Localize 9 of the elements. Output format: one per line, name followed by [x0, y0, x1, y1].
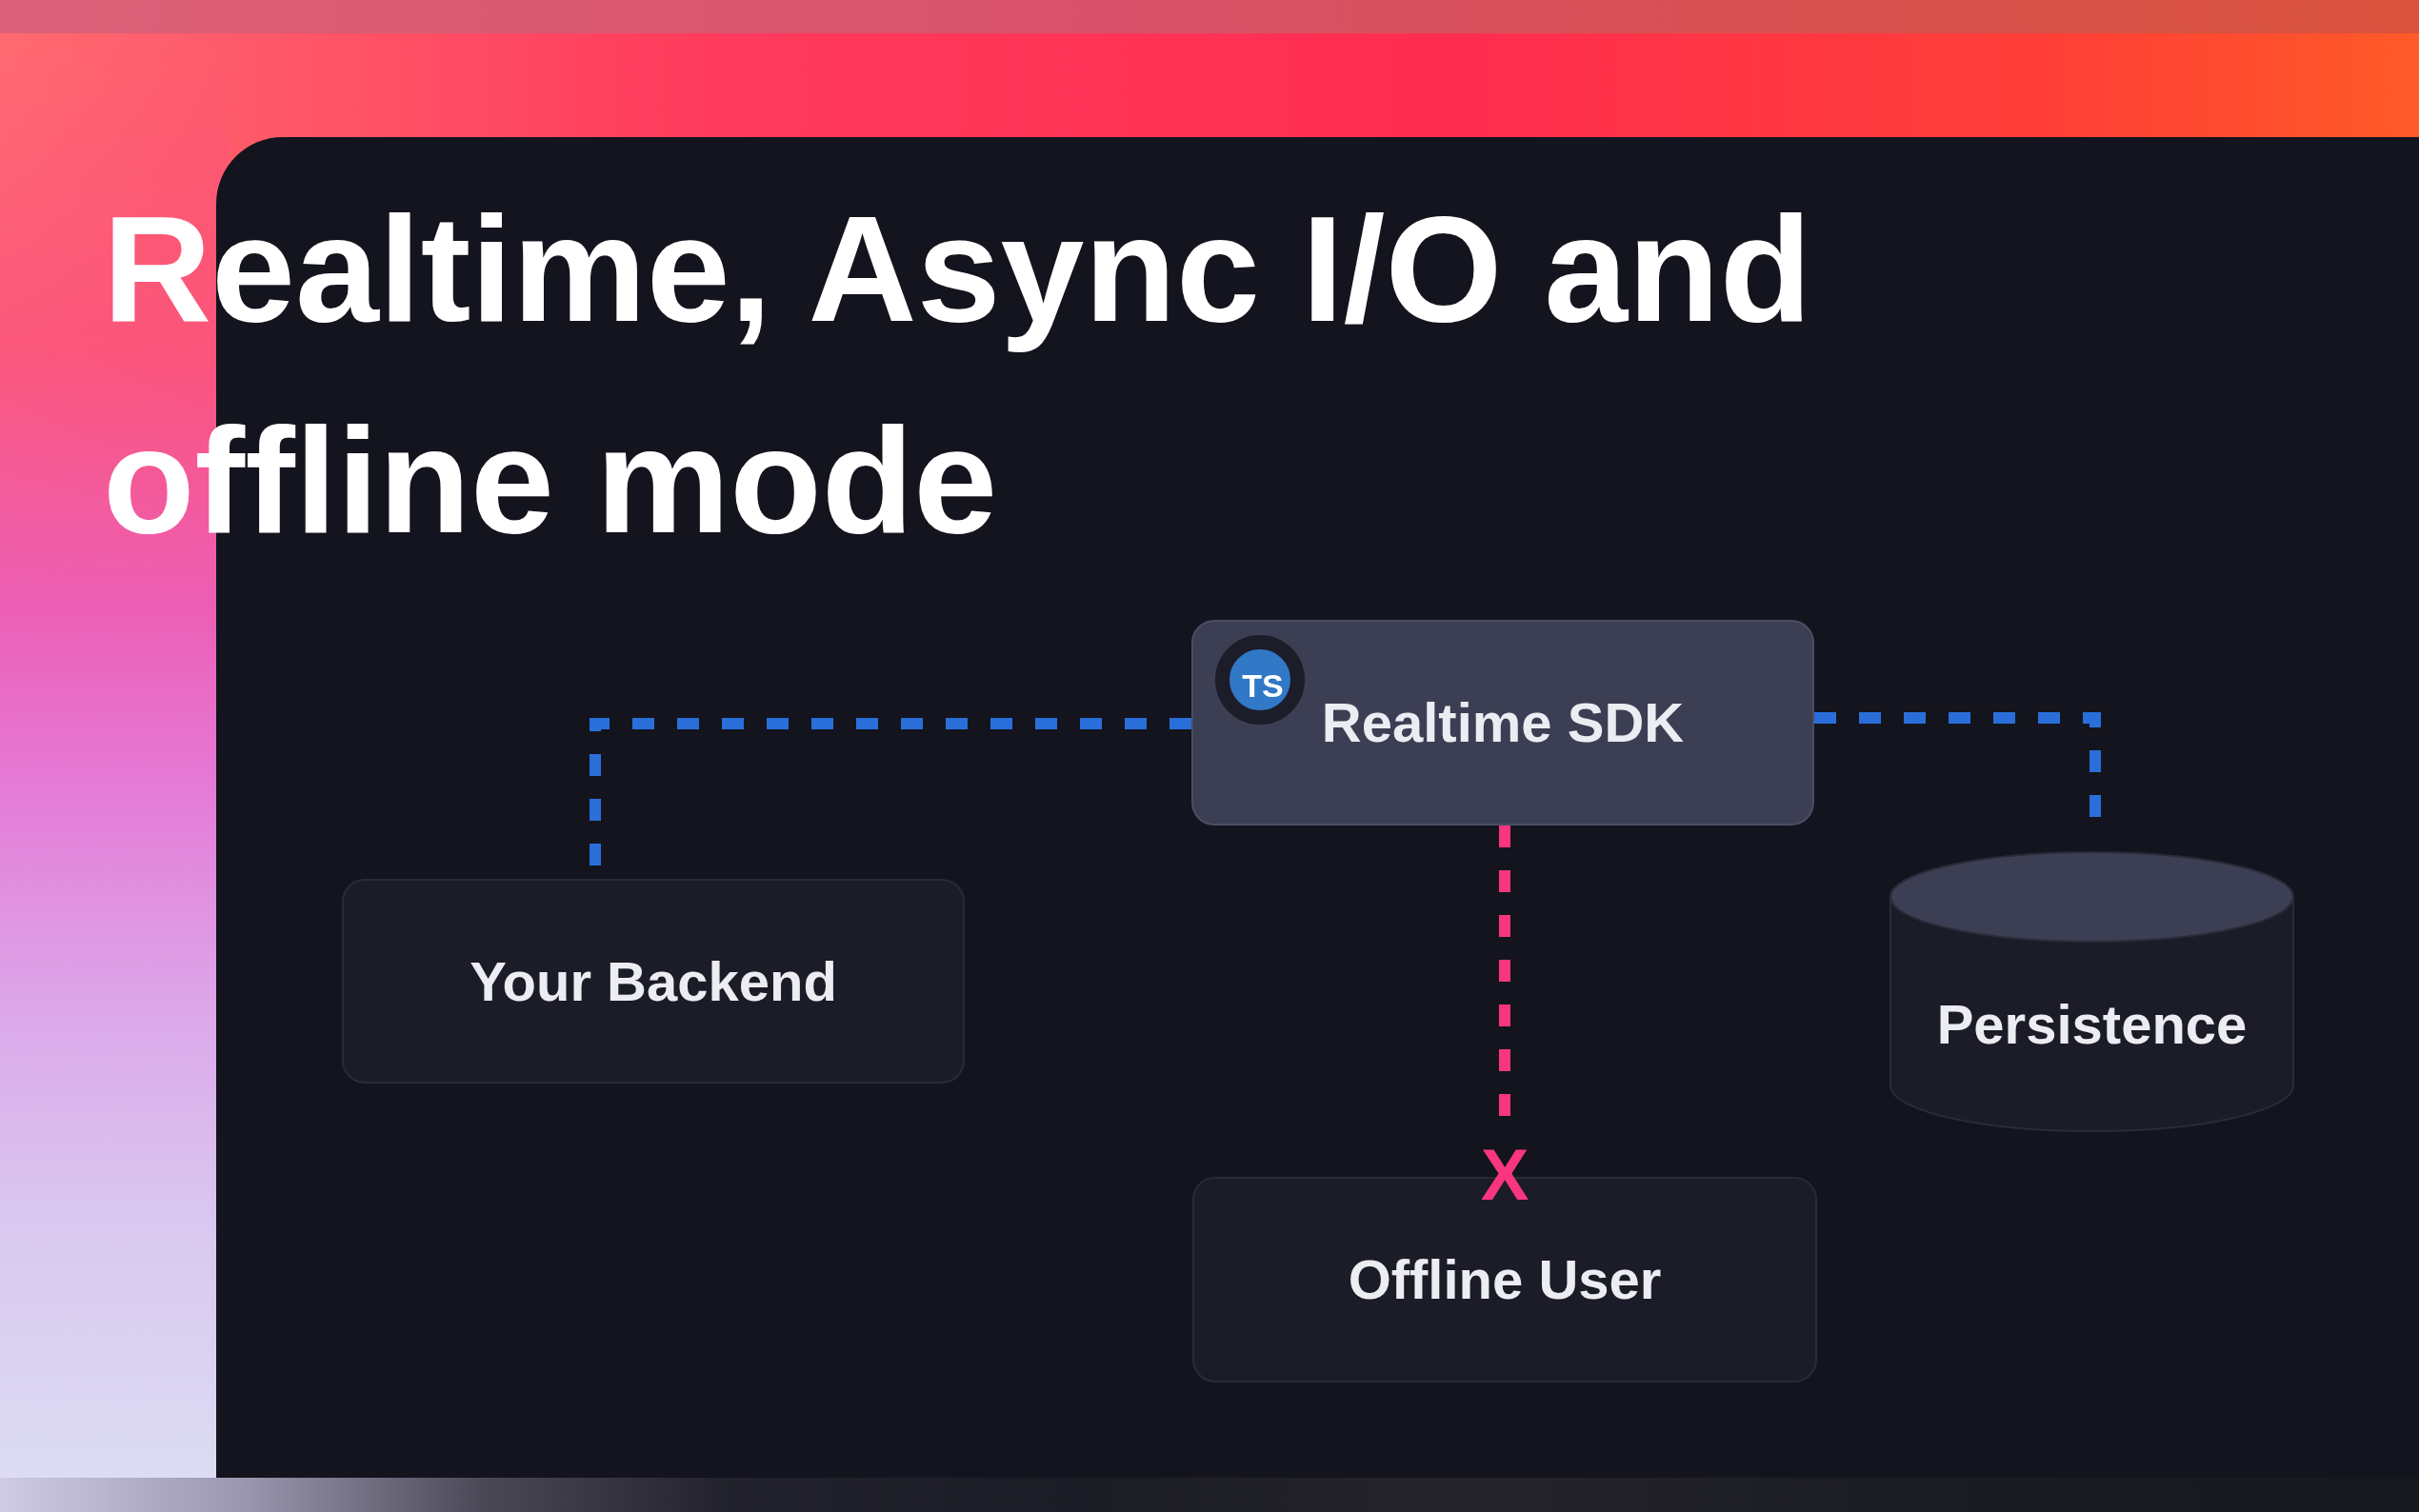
- node-label: Offline User: [1348, 1247, 1662, 1313]
- database-cylinder: [1889, 851, 2294, 1131]
- rounded-box: [1191, 620, 1814, 826]
- node-label: Realtime SDK: [1321, 690, 1685, 756]
- rounded-box: [342, 879, 965, 1084]
- node-label: Your Backend: [470, 948, 837, 1014]
- node-label: Persistence: [1936, 992, 2248, 1058]
- edge-label: X: [1480, 1145, 1529, 1204]
- language-badge: TS: [1215, 635, 1305, 725]
